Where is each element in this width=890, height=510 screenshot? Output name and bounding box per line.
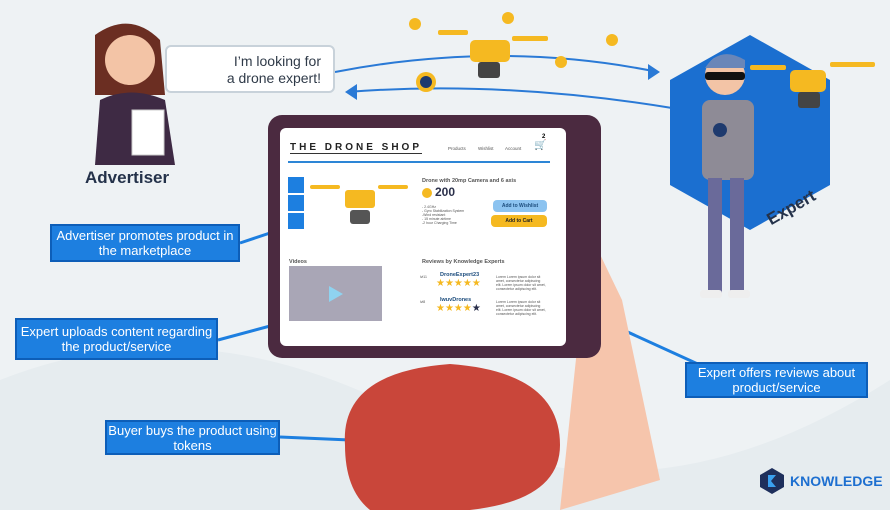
knowledge-logo-icon	[760, 468, 784, 494]
thumbnail-3[interactable]	[288, 213, 304, 229]
cart-count: 2	[542, 134, 546, 140]
review-level: lvl8	[420, 300, 426, 304]
speech-line-2: a drone expert!	[226, 70, 321, 86]
add-to-wishlist-button[interactable]: Add to Wishlist	[493, 200, 547, 212]
header-divider	[288, 161, 550, 163]
thumbnail-2[interactable]	[288, 195, 304, 211]
review-text: Lorem Lorem ipsum dolor sit amet, consec…	[496, 275, 546, 291]
knowledge-logo: KNOWLEDGE	[760, 468, 883, 494]
tablet: THE DRONE SHOP Products Wishlist Account…	[268, 115, 601, 358]
rating-stars: ★★★★★	[436, 303, 481, 314]
nav-account[interactable]: Account	[505, 146, 522, 151]
product-name: Drone with 20mp Camera and 6 axis	[422, 178, 517, 184]
callout-advertiser-promotes: Advertiser promotes product in the marke…	[50, 224, 240, 262]
feature: - Gyro Stabilization System	[422, 209, 465, 213]
review-level: lvl11	[420, 275, 427, 279]
arrow-to-advertiser	[346, 87, 673, 109]
reviewer-name[interactable]: DroneExpert23	[440, 272, 480, 278]
callout-expert-reviews: Expert offers reviews about product/serv…	[685, 362, 868, 398]
nav-products[interactable]: Products	[448, 146, 466, 151]
drone-shop-screen: THE DRONE SHOP Products Wishlist Account…	[280, 128, 566, 346]
callout-expert-uploads: Expert uploads content regarding the pro…	[15, 318, 218, 360]
expert-figure	[700, 54, 754, 298]
feature: - 2.4GHz	[422, 205, 437, 209]
feature: -Wind resistant	[422, 213, 446, 217]
cart-icon[interactable]: 🛒	[534, 140, 547, 151]
token-icon	[422, 188, 432, 198]
brand-name: KNOWLEDGE	[790, 473, 883, 489]
speech-line-1: I’m looking for	[233, 53, 321, 69]
rating-stars: ★★★★★	[436, 278, 481, 289]
product-drone-image	[310, 185, 408, 224]
drone-top	[438, 30, 548, 78]
thumbnail-1[interactable]	[288, 177, 304, 193]
reviewer-name[interactable]: IwuvDrones	[440, 297, 472, 303]
speech-bubble: I’m looking for a drone expert!	[165, 45, 335, 93]
nav-wishlist[interactable]: Wishlist	[478, 146, 494, 151]
drone-expert	[750, 62, 875, 108]
product-price: 200	[435, 185, 456, 199]
advertiser-label: Advertiser	[85, 168, 170, 187]
feature: -2 hour Charging Time	[422, 221, 457, 225]
callout-buyer-buys: Buyer buys the product using tokens	[105, 420, 280, 455]
feature: - 15 minute airtime	[422, 217, 451, 221]
shop-title: THE DRONE SHOP	[290, 142, 423, 154]
play-icon[interactable]	[329, 286, 343, 302]
reviews-heading: Reviews by Knowledge Experts	[422, 259, 505, 265]
review-text: Lorem Lorem ipsum dolor sit amet, consec…	[496, 300, 546, 316]
feature-list: - 2.4GHz - Gyro Stabilization System -Wi…	[422, 205, 464, 225]
token-coins	[409, 12, 618, 92]
add-to-cart-button[interactable]: Add to Cart	[491, 215, 547, 227]
video-thumbnail[interactable]	[289, 266, 382, 321]
videos-heading: Videos	[289, 259, 307, 265]
advertiser-figure	[95, 23, 175, 165]
